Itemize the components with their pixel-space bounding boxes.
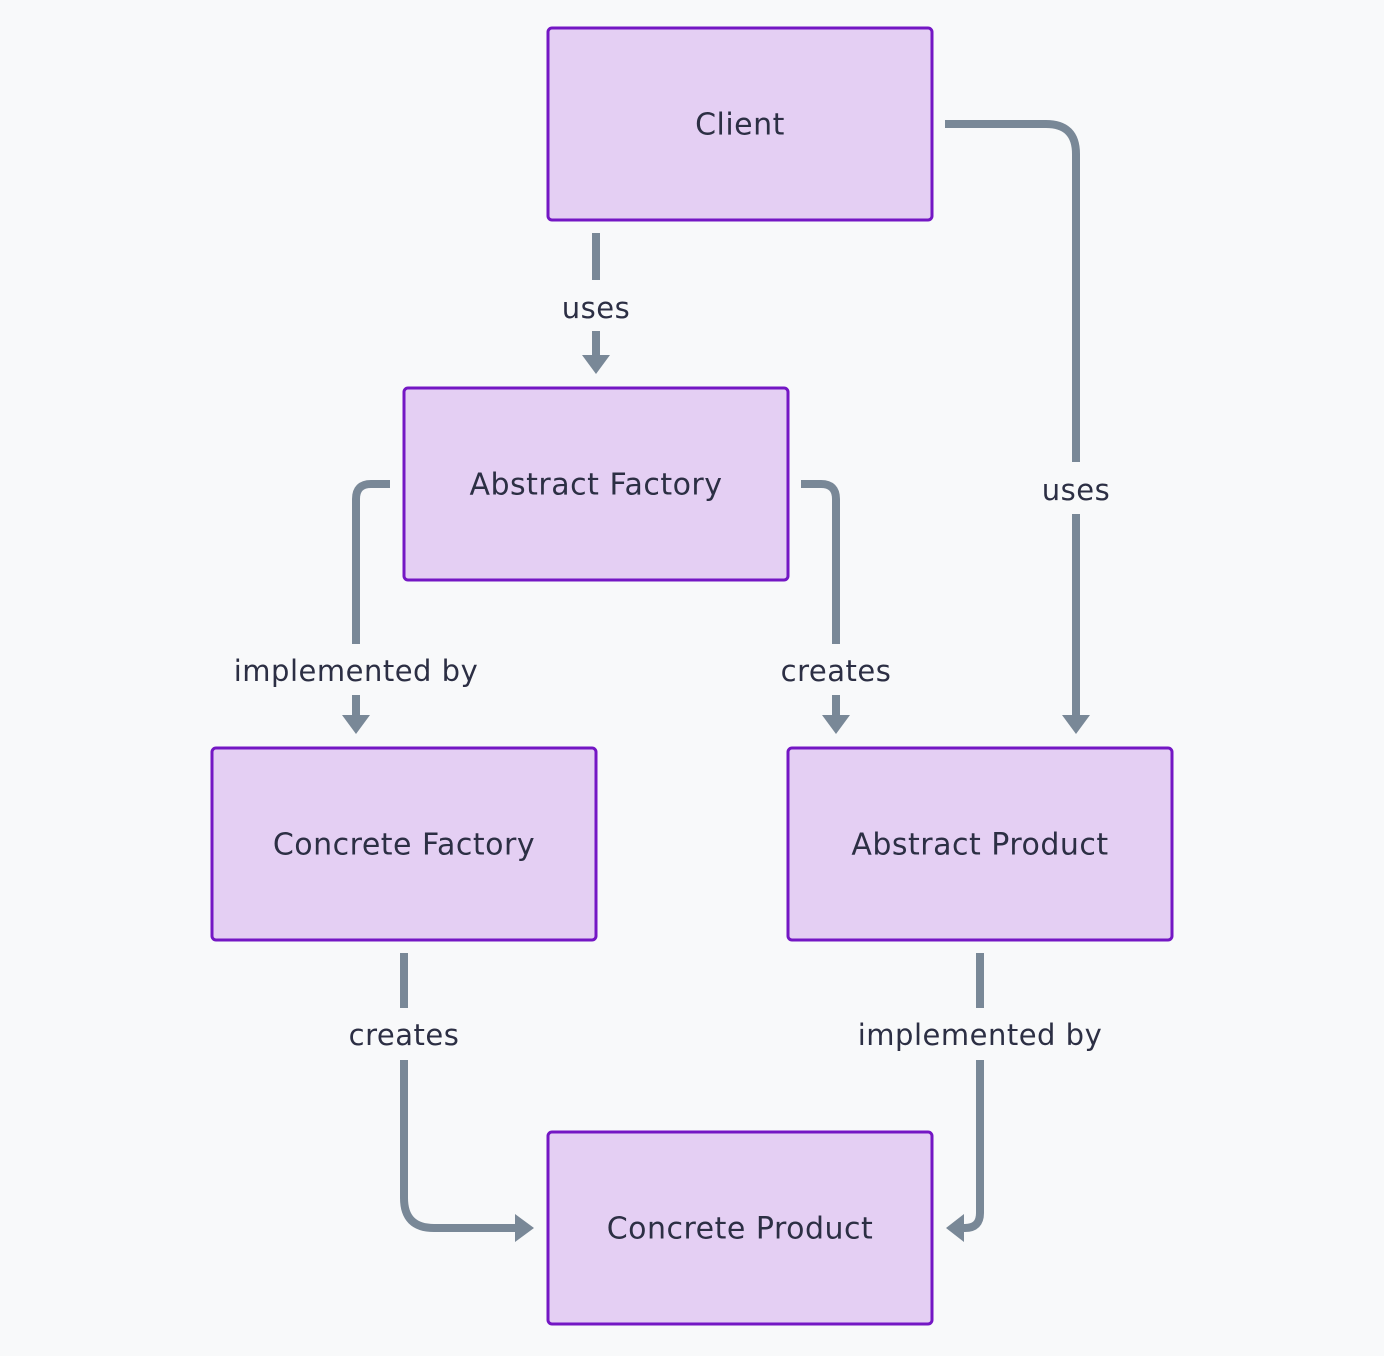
node-label: Concrete Product xyxy=(607,1212,874,1247)
edge-line xyxy=(961,1060,984,1232)
edge-abstract-product-to-concrete-product: implemented by xyxy=(851,953,1109,1242)
node-box xyxy=(546,26,934,222)
edge-client-to-abstract-factory: uses xyxy=(555,233,637,374)
edge-concrete-factory-to-concrete-product: creates xyxy=(342,953,534,1242)
edge-label-background xyxy=(774,652,898,690)
node-abstract-factory: Abstract Factory xyxy=(402,386,790,582)
node-abstract-product: Abstract Product xyxy=(786,746,1174,942)
edge-abstract-factory-to-abstract-product: creates xyxy=(774,480,898,734)
edge-label: implemented by xyxy=(858,1018,1103,1052)
edge-label: implemented by xyxy=(234,654,479,688)
edge-line xyxy=(801,480,840,644)
node-client: Client xyxy=(546,26,934,222)
edge-label-background xyxy=(1035,471,1117,509)
edge-label: uses xyxy=(1042,473,1110,507)
node-box xyxy=(210,746,598,942)
edge-label: creates xyxy=(349,1018,460,1052)
edge-client-to-abstract-product: uses xyxy=(945,120,1117,734)
arrowhead-icon xyxy=(582,355,610,374)
edge-label-background xyxy=(555,289,637,327)
edge-label: creates xyxy=(781,654,892,688)
edge-label-background xyxy=(851,1016,1109,1054)
node-label: Client xyxy=(695,108,785,143)
edge-line xyxy=(352,480,390,644)
arrowhead-icon xyxy=(946,1214,964,1242)
node-label: Abstract Product xyxy=(851,828,1108,863)
edge-label-background xyxy=(342,1016,466,1054)
node-box xyxy=(402,386,790,582)
node-concrete-product: Concrete Product xyxy=(546,1130,934,1326)
edge-label-background xyxy=(227,652,485,690)
node-label: Concrete Factory xyxy=(273,828,535,863)
node-box xyxy=(546,1130,934,1326)
edge-label: uses xyxy=(562,291,630,325)
node-box xyxy=(786,746,1174,942)
arrowhead-icon xyxy=(1062,715,1090,734)
node-label: Abstract Factory xyxy=(469,468,722,503)
arrowhead-icon xyxy=(342,715,370,734)
node-concrete-factory: Concrete Factory xyxy=(210,746,598,942)
edge-abstract-factory-to-concrete-factory: implemented by xyxy=(227,480,485,734)
arrowhead-icon xyxy=(515,1214,534,1242)
edge-line xyxy=(400,1060,516,1232)
arrowhead-icon xyxy=(822,715,850,734)
edge-line xyxy=(945,120,1080,462)
